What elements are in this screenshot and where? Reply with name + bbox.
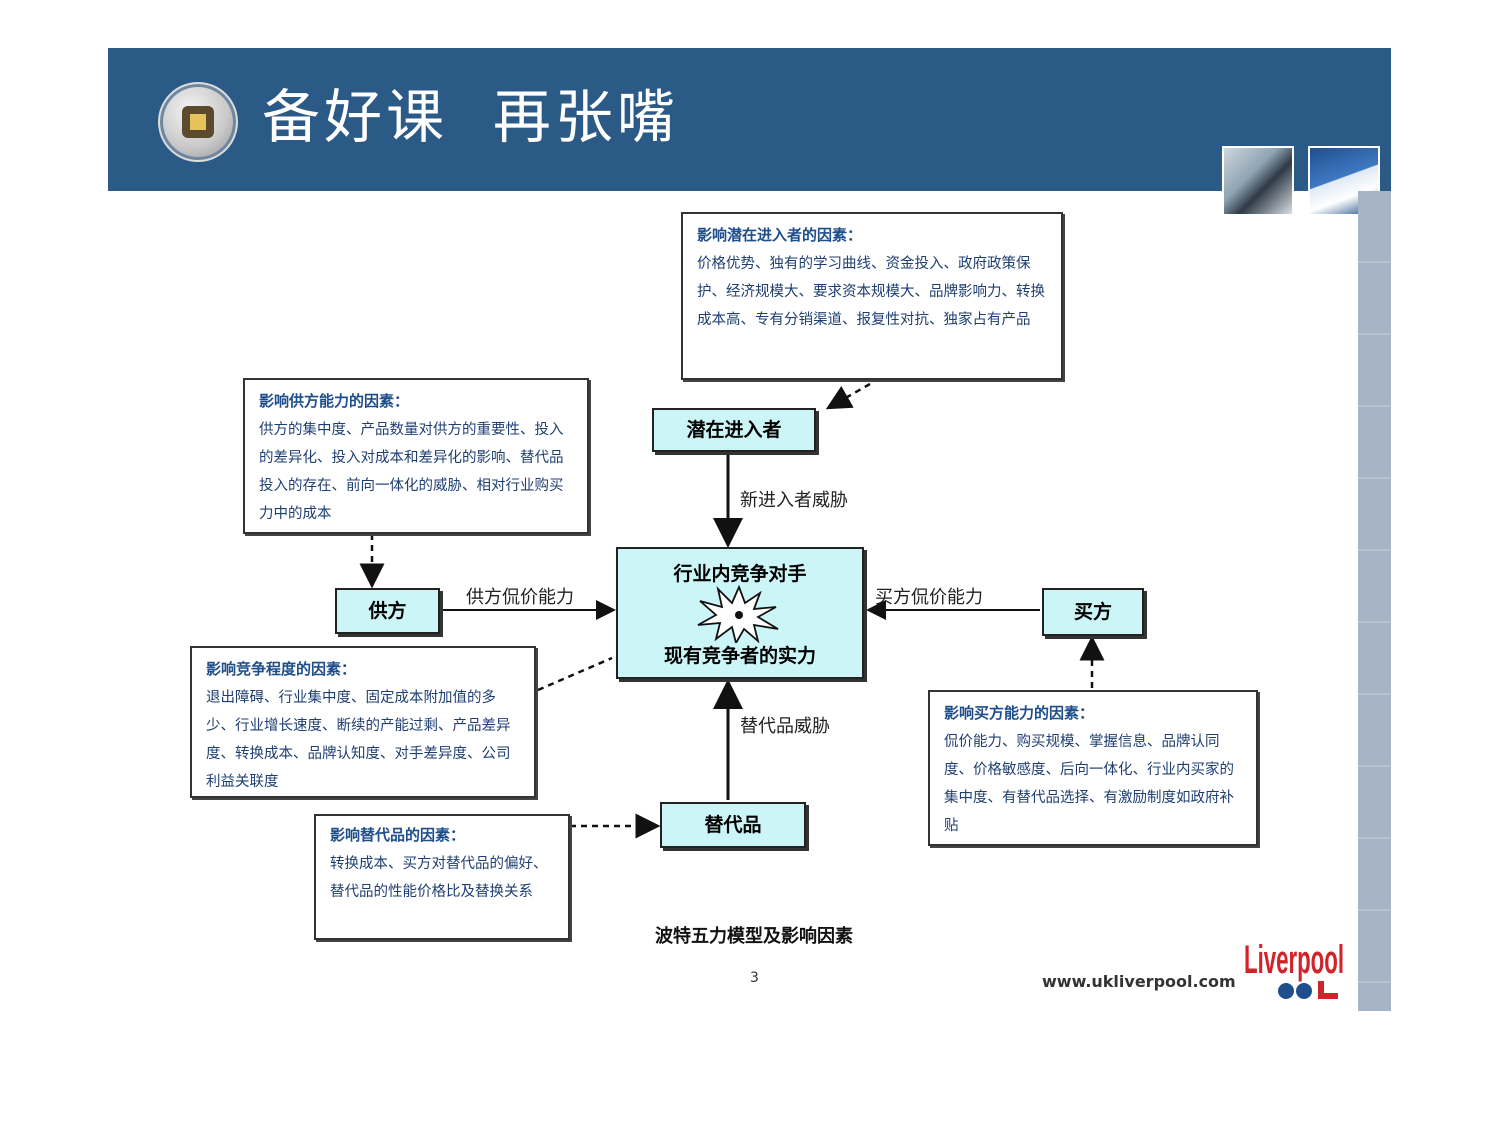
node-center-rivals: 行业内竞争对手 现有竞争者的实力 — [616, 547, 864, 679]
center-subtitle: 现有竞争者的实力 — [663, 645, 816, 667]
factor-box-supplier: 影响供方能力的因素： 供方的集中度、产品数量对供方的重要性、投入的差异化、投入对… — [243, 378, 589, 534]
label-buyer-power: 买方侃价能力 — [875, 587, 983, 608]
factor-heading: 影响竞争程度的因素： — [206, 660, 357, 678]
factor-body: 价格优势、独有的学习曲线、资金投入、政府政策保护、经济规模大、要求资本规模大、品… — [697, 256, 1045, 328]
logo-icon — [158, 82, 238, 162]
factor-body: 供方的集中度、产品数量对供方的重要性、投入的差异化、投入对成本和差异化的影响、替… — [259, 422, 564, 522]
slide-title: 备好课 再张嘴 — [262, 83, 679, 151]
footer-url: www.ukliverpool.com — [1042, 972, 1236, 991]
factor-body: 退出障碍、行业集中度、固定成本附加值的多少、行业增长速度、断续的产能过剩、产品差… — [206, 690, 511, 790]
side-stripe — [1358, 191, 1391, 1011]
label-substitute-threat: 替代品威胁 — [740, 716, 830, 737]
label-supplier-power: 供方侃价能力 — [466, 587, 574, 608]
header-bar — [108, 48, 1391, 191]
factor-body: 侃价能力、购买规模、掌握信息、品牌认同度、价格敏感度、后向一体化、行业内买家的集… — [944, 734, 1234, 834]
diagram-caption: 波特五力模型及影响因素 — [655, 926, 853, 947]
phone-photo-icon — [1222, 146, 1294, 216]
node-potential-entrant: 潜在进入者 — [652, 408, 816, 452]
node-substitute: 替代品 — [660, 802, 806, 848]
node-buyer: 买方 — [1042, 588, 1144, 636]
page-number: 3 — [750, 970, 759, 986]
center-title: 行业内竞争对手 — [673, 563, 807, 585]
factor-body: 转换成本、买方对替代品的偏好、替代品的性能价格比及替换关系 — [330, 856, 548, 900]
brand-text: Liverpool — [1244, 938, 1344, 982]
liverpool-logo-icon: Liverpool — [1244, 938, 1344, 999]
factor-box-buyer: 影响买方能力的因素： 侃价能力、购买规模、掌握信息、品牌认同度、价格敏感度、后向… — [928, 690, 1258, 846]
label-new-entrant-threat: 新进入者威胁 — [740, 490, 848, 511]
factor-heading: 影响潜在进入者的因素： — [697, 226, 863, 244]
node-supplier: 供方 — [335, 588, 440, 634]
dash-rivalry — [537, 656, 613, 692]
factor-heading: 影响替代品的因素： — [330, 826, 466, 844]
dash-entrant — [825, 382, 871, 410]
factor-box-substitute: 影响替代品的因素： 转换成本、买方对替代品的偏好、替代品的性能价格比及替换关系 — [314, 814, 570, 940]
factor-heading: 影响供方能力的因素： — [259, 392, 410, 410]
factor-heading: 影响买方能力的因素： — [944, 704, 1095, 722]
clash-burst-icon — [697, 585, 779, 643]
factor-box-entrant: 影响潜在进入者的因素： 价格优势、独有的学习曲线、资金投入、政府政策保护、经济规… — [681, 212, 1063, 380]
factor-box-rivalry: 影响竞争程度的因素： 退出障碍、行业集中度、固定成本附加值的多少、行业增长速度、… — [190, 646, 536, 798]
